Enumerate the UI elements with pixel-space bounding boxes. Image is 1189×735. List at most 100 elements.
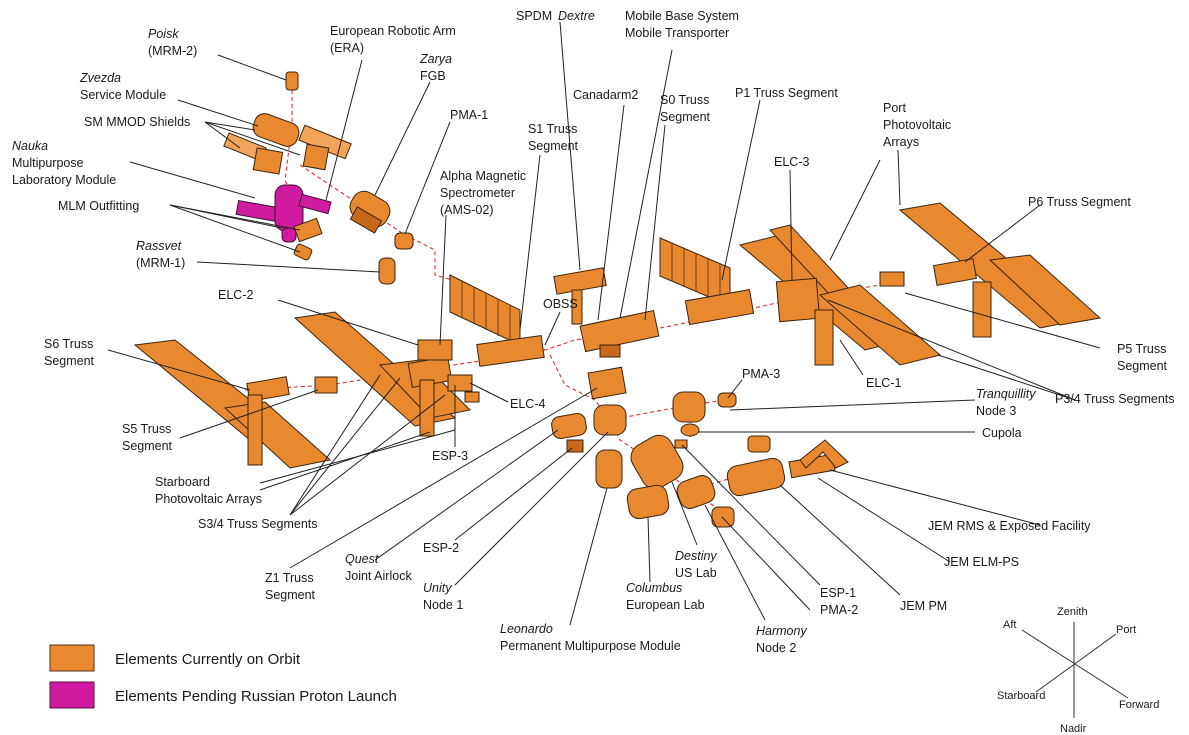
label-esp3: ESP-3 bbox=[432, 449, 468, 463]
label-tranquillity-name: Tranquillity bbox=[976, 387, 1036, 401]
label-elc2: ELC-2 bbox=[218, 288, 253, 302]
label-p5-line2: Segment bbox=[1117, 359, 1168, 373]
label-era-line2: (ERA) bbox=[330, 41, 364, 55]
zarya-module bbox=[346, 187, 395, 233]
label-s5-line1: S5 Truss bbox=[122, 422, 171, 436]
legend-swatch-pending bbox=[50, 682, 94, 708]
s34-array bbox=[295, 312, 470, 436]
label-harmony-sub: Node 2 bbox=[756, 641, 796, 655]
label-s5-line2: Segment bbox=[122, 439, 173, 453]
axis-aft: Aft bbox=[1003, 619, 1016, 631]
cupola bbox=[681, 424, 699, 436]
label-nauka-line3: Laboratory Module bbox=[12, 173, 116, 187]
axis-starboard: Starboard bbox=[997, 690, 1045, 702]
label-jem-elm: JEM ELM-PS bbox=[944, 555, 1019, 569]
label-s0-line2: Segment bbox=[660, 110, 711, 124]
label-harmony-name: Harmony bbox=[756, 624, 807, 638]
label-nauka-line2: Multipurpose bbox=[12, 156, 84, 170]
label-s0-line1: S0 Truss bbox=[660, 93, 709, 107]
legend-label-pending: Elements Pending Russian Proton Launch bbox=[115, 688, 397, 705]
zvezda-module bbox=[224, 111, 351, 174]
label-ams-line3: (AMS-02) bbox=[440, 203, 493, 217]
label-zarya-name: Zarya bbox=[419, 52, 452, 66]
label-elc4: ELC-4 bbox=[510, 397, 545, 411]
label-zarya-sub: FGB bbox=[420, 69, 446, 83]
legend-swatch-on-orbit bbox=[50, 645, 94, 671]
label-ams-line2: Spectrometer bbox=[440, 186, 515, 200]
label-esp2: ESP-2 bbox=[423, 541, 459, 555]
label-p34: P3/4 Truss Segments bbox=[1055, 392, 1175, 406]
axis-zenith: Zenith bbox=[1057, 606, 1088, 618]
label-columbus-sub: European Lab bbox=[626, 598, 705, 612]
label-unity-sub: Node 1 bbox=[423, 598, 463, 612]
label-sm-mmod: SM MMOD Shields bbox=[84, 115, 190, 129]
columbus-lab bbox=[626, 484, 671, 520]
label-ams-line1: Alpha Magnetic bbox=[440, 169, 526, 183]
esp1 bbox=[675, 440, 687, 448]
label-poisk-sub: (MRM-2) bbox=[148, 44, 197, 58]
label-jem-rms: JEM RMS & Exposed Facility bbox=[928, 519, 1091, 533]
poisk-module bbox=[286, 72, 298, 90]
pma1 bbox=[395, 233, 413, 249]
label-spdm-name: Dextre bbox=[558, 9, 595, 23]
s5-truss bbox=[315, 377, 337, 393]
label-port-pv-line1: Port bbox=[883, 101, 906, 115]
label-leonardo-sub: Permanent Multipurpose Module bbox=[500, 639, 681, 653]
label-rassvet-sub: (MRM-1) bbox=[136, 256, 185, 270]
label-quest-sub: Joint Airlock bbox=[345, 569, 412, 583]
label-canadarm2: Canadarm2 bbox=[573, 88, 638, 102]
port-photovoltaic-arrays-inboard bbox=[740, 225, 940, 365]
label-nauka-name: Nauka bbox=[12, 139, 48, 153]
label-mlm-outfitting: MLM Outfitting bbox=[58, 199, 139, 213]
legend: Elements Currently on Orbit Elements Pen… bbox=[50, 645, 397, 708]
label-starboard-pv-line1: Starboard bbox=[155, 475, 210, 489]
jem-pm bbox=[725, 436, 786, 497]
label-pma3: PMA-3 bbox=[742, 367, 780, 381]
s1-truss bbox=[450, 275, 544, 366]
label-poisk-name: Poisk bbox=[148, 27, 179, 41]
label-s34: S3/4 Truss Segments bbox=[198, 517, 318, 531]
label-pma2: PMA-2 bbox=[820, 603, 858, 617]
label-elc1: ELC-1 bbox=[866, 376, 901, 390]
rassvet-module bbox=[379, 258, 395, 284]
z1-truss bbox=[588, 367, 626, 399]
label-z1-line2: Segment bbox=[265, 588, 316, 602]
pma3 bbox=[718, 393, 736, 407]
label-s6-line2: Segment bbox=[44, 354, 95, 368]
label-s1-line1: S1 Truss bbox=[528, 122, 577, 136]
orientation-axes: Zenith Aft Port Starboard Forward Nadir bbox=[997, 606, 1159, 735]
label-pma1: PMA-1 bbox=[450, 108, 488, 122]
label-p1: P1 Truss Segment bbox=[735, 86, 838, 100]
quest-airlock bbox=[550, 412, 587, 452]
label-quest-name: Quest bbox=[345, 552, 379, 566]
label-zvezda-sub: Service Module bbox=[80, 88, 166, 102]
axis-forward: Forward bbox=[1119, 699, 1159, 711]
label-jem-pm: JEM PM bbox=[900, 599, 947, 613]
label-starboard-pv-line2: Photovoltaic Arrays bbox=[155, 492, 262, 506]
tranquillity-node bbox=[673, 392, 705, 422]
label-rassvet-name: Rassvet bbox=[136, 239, 182, 253]
p1-truss bbox=[660, 238, 754, 325]
label-port-pv-line2: Photovoltaic bbox=[883, 118, 951, 132]
s0-truss bbox=[580, 311, 659, 357]
leonardo-module bbox=[596, 450, 622, 488]
axis-nadir: Nadir bbox=[1060, 723, 1087, 735]
label-obss: OBSS bbox=[543, 297, 578, 311]
label-p5-line1: P5 Truss bbox=[1117, 342, 1166, 356]
label-leonardo-name: Leonardo bbox=[500, 622, 553, 636]
label-spdm-prefix: SPDM bbox=[516, 9, 552, 23]
label-tranquillity-sub: Node 3 bbox=[976, 404, 1016, 418]
label-esp1: ESP-1 bbox=[820, 586, 856, 600]
label-columbus-name: Columbus bbox=[626, 581, 682, 595]
unity-node bbox=[594, 405, 626, 435]
label-destiny-name: Destiny bbox=[675, 549, 717, 563]
label-mbs-line1: Mobile Base System bbox=[625, 9, 739, 23]
label-unity-name: Unity bbox=[423, 581, 452, 595]
label-destiny-sub: US Lab bbox=[675, 566, 717, 580]
axis-port: Port bbox=[1116, 624, 1136, 636]
label-cupola: Cupola bbox=[982, 426, 1022, 440]
label-port-pv-line3: Arrays bbox=[883, 135, 919, 149]
label-mbs-line2: Mobile Transporter bbox=[625, 26, 729, 40]
legend-label-on-orbit: Elements Currently on Orbit bbox=[115, 651, 301, 668]
